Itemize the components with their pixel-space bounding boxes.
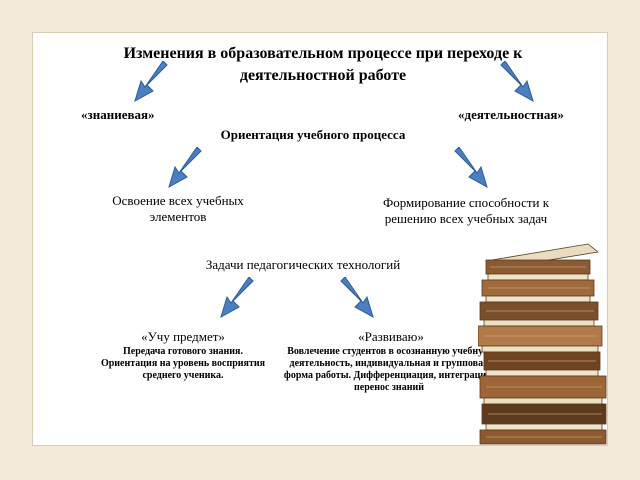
activity-label: «деятельностная» [458, 107, 564, 122]
slide-panel: Изменения в образовательном процессе при… [32, 32, 608, 446]
orientation-heading: Ориентация учебного процесса [220, 127, 406, 142]
arrow-down-left-icon [134, 61, 168, 103]
develop-label: «Развиваю» [358, 329, 424, 344]
tasks-heading: Задачи педагогических технологий [205, 257, 401, 272]
develop-description: Вовлечение студентов в осознанную учебну… [283, 346, 495, 393]
arrow-down-right-icon [340, 277, 374, 319]
formation-text: Формирование способности к решению всех … [382, 195, 550, 226]
books-stack-image [478, 243, 607, 445]
learn-subject-description: Передача готового знания. Ориентация на … [100, 346, 266, 381]
knowledge-label: «знаниевая» [81, 107, 155, 122]
learn-subject-label: «Учу предмет» [141, 329, 225, 344]
slide-title: Изменения в образовательном процессе при… [123, 45, 523, 84]
arrow-down-left-icon [168, 147, 202, 189]
arrow-down-left-icon [220, 277, 254, 319]
mastery-text: Освоение всех учебных элементов [112, 193, 244, 224]
arrow-down-right-icon [500, 61, 534, 103]
arrow-down-right-icon [454, 147, 488, 189]
